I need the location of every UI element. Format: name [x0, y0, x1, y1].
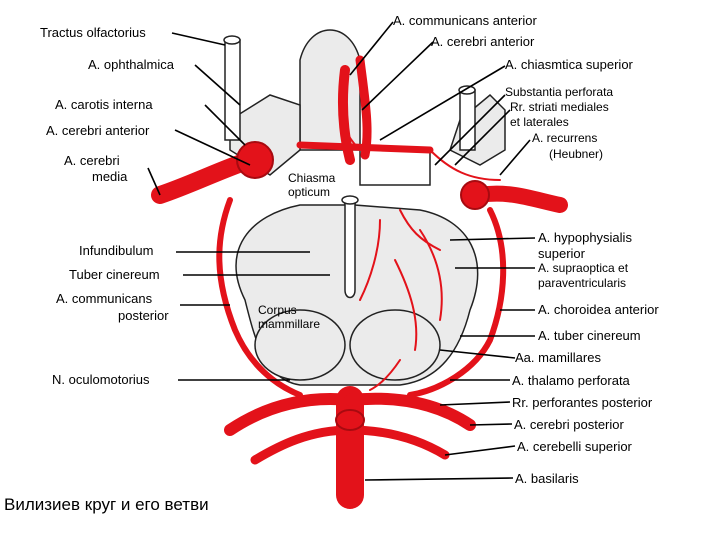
label-a-communicans-posterior-line1: A. communicans	[56, 291, 153, 306]
posterior-cerebral-left	[224, 393, 356, 436]
leader-aa-mamillares	[439, 349, 516, 359]
superior-cerebellar-right	[345, 425, 450, 460]
carotid-sections	[236, 141, 490, 431]
leader-a-recurrens	[499, 139, 531, 176]
leader-lines	[147, 21, 536, 481]
label-infundibulum: Infundibulum	[79, 243, 154, 258]
optic-chiasm	[359, 149, 431, 186]
leader-a-cerebri-anterior-left	[174, 129, 251, 166]
label-a-hypophysialis-line1: A. hypophysialis	[538, 230, 632, 245]
branch	[419, 229, 443, 321]
label-rr-striati-line2: et laterales	[510, 115, 569, 129]
label-a-supraoptica-line1: A. supraoptica et	[538, 261, 629, 275]
branch	[394, 259, 418, 351]
anterior-communicating-artery	[296, 141, 434, 154]
label-a-cerebri-posterior: A. cerebri posterior	[514, 417, 624, 432]
label-rr-striati-line1: Rr. striati mediales	[510, 100, 609, 114]
superior-cerebellar-left	[250, 425, 355, 465]
leader-a-hypophysialis	[449, 237, 536, 241]
label-tuber-cinereum: Tuber cinereum	[69, 267, 160, 282]
label-a-cerebri-media-line1: A. cerebri	[64, 153, 120, 168]
leader-a-carotis-interna	[204, 104, 246, 146]
leader-a-cerebri-anterior-top	[361, 41, 434, 111]
branch	[369, 359, 401, 391]
posterior-cerebral-right	[344, 392, 476, 431]
leader-a-chiasmatica-superior	[379, 65, 506, 141]
label-a-cerebri-anterior-top: A. cerebri anterior	[431, 34, 535, 49]
label-a-ophthalmica: A. ophthalmica	[88, 57, 174, 72]
olfactory-tract-right-top	[458, 85, 476, 95]
leader-rr-perforantes-posterior	[439, 401, 511, 406]
label-chiasma-line1: Chiasma	[288, 171, 336, 185]
label-a-tuber-cinereum: A. tuber cinereum	[538, 328, 641, 343]
label-a-choroidea-anterior: A. choroidea anterior	[538, 302, 659, 317]
branch	[399, 209, 441, 251]
internal-carotid-right	[460, 180, 490, 210]
label-a-communicans-anterior: A. communicans anterior	[393, 13, 537, 28]
leader-rr-striati	[454, 109, 511, 166]
branch	[339, 119, 361, 151]
label-a-thalamo-perforata: A. thalamo perforata	[512, 373, 630, 388]
middle-cerebral-left	[151, 151, 259, 204]
leader-a-ophthalmica	[194, 64, 241, 106]
label-heubner: (Heubner)	[549, 147, 604, 161]
leader-a-basilaris	[364, 477, 514, 481]
basilar-top	[335, 409, 365, 431]
branch	[429, 149, 501, 181]
label-a-supraoptica-line2: paraventricularis	[538, 276, 627, 290]
olfactory-midline-tissue	[299, 29, 361, 151]
label-a-cerebri-media-line2: media	[92, 169, 128, 184]
label-n-oculomotorius: N. oculomotorius	[52, 372, 150, 387]
label-a-recurrens: A. recurrens	[532, 131, 598, 145]
branch	[359, 219, 381, 301]
label-a-communicans-posterior-line2: posterior	[118, 308, 169, 323]
label-a-hypophysialis-line2: superior	[538, 246, 585, 261]
label-a-cerebri-anterior-left: A. cerebri anterior	[46, 123, 150, 138]
perforating-branches	[339, 119, 501, 391]
label-a-cerebelli-superior: A. cerebelli superior	[517, 439, 632, 454]
caption: Вилизиев круг и его ветви	[4, 495, 209, 514]
infundibulum-top	[341, 195, 359, 205]
posterior-communicating-left	[216, 197, 303, 398]
label-a-chiasmatica-superior: A. chiasmtica superior	[505, 57, 633, 72]
anterior-cerebral-left	[337, 65, 355, 165]
label-rr-perforantes-posterior: Rr. perforantes posterior	[512, 395, 653, 410]
middle-cerebral-right	[472, 185, 568, 213]
label-chiasma-line2: opticum	[288, 185, 331, 199]
label-tractus-olfactorius: Tractus olfactorius	[40, 25, 146, 40]
label-a-basilaris: A. basilaris	[515, 471, 579, 486]
label-substantia-perforata: Substantia perforata	[505, 85, 614, 99]
label-corpus-line1: Corpus	[258, 303, 297, 317]
optic-nerve-right	[449, 93, 506, 166]
leader-a-cerebelli-superior	[444, 445, 516, 456]
mammillary-body-right	[349, 309, 441, 381]
label-a-carotis-interna: A. carotis interna	[55, 97, 153, 112]
posterior-communicating-right	[407, 207, 507, 398]
leader-substantia-perforata	[434, 94, 506, 166]
infundibulum-stalk	[344, 199, 356, 299]
olfactory-tract-left-top	[223, 35, 241, 45]
olfactory-tract-right	[459, 89, 476, 151]
leader-a-communicans-anterior	[349, 21, 394, 76]
leader-tractus-olfactorius	[171, 32, 226, 46]
leader-a-cerebri-media	[147, 167, 161, 196]
leader-a-cerebri-posterior	[469, 423, 513, 426]
mammillary-body-left	[254, 309, 346, 381]
internal-carotid-left	[236, 141, 274, 179]
label-aa-mamillares: Aa. mamillares	[515, 350, 601, 365]
label-corpus-line2: mammillare	[258, 317, 321, 331]
olfactory-tract-left	[224, 39, 241, 141]
